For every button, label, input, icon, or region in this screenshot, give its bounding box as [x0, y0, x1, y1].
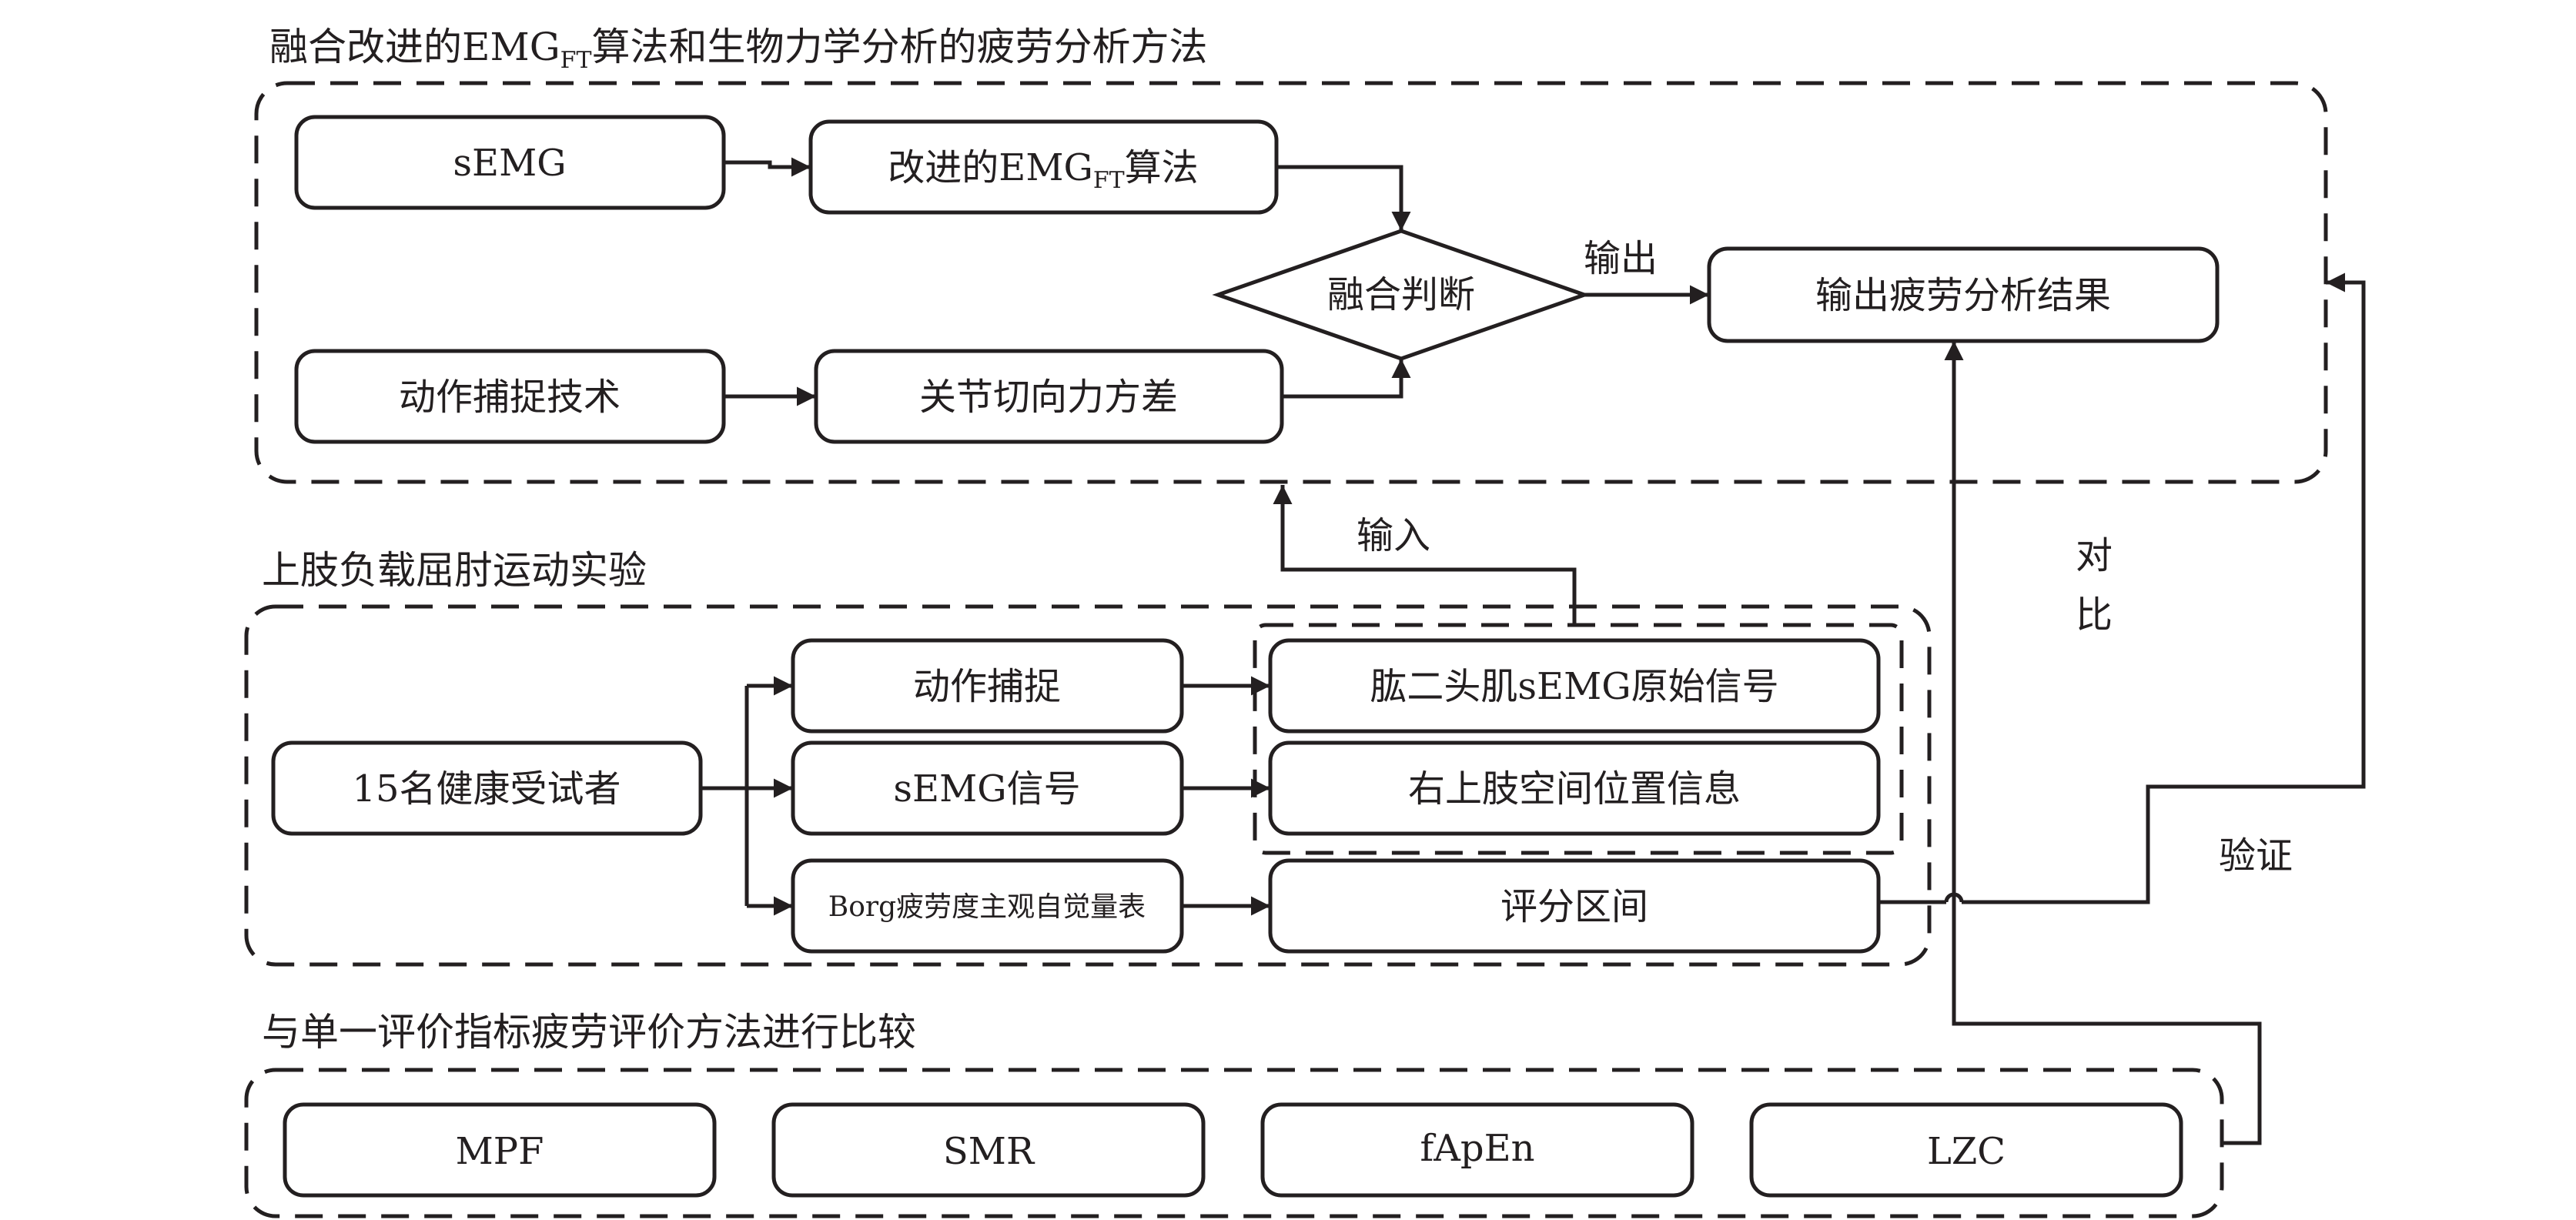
mpf-box: MPF: [283, 1102, 717, 1198]
smr-label: SMR: [943, 1130, 1035, 1173]
semg-box: sEMG: [294, 115, 726, 210]
score-range-box: 评分区间: [1268, 858, 1881, 954]
experiment-group: [244, 604, 1932, 967]
edge-compare: [1944, 341, 2262, 1145]
lzc-label: LZC: [1927, 1130, 2006, 1173]
motion-capture-tech-box: 动作捕捉技术: [294, 349, 726, 444]
improved-emg-box: 改进的EMGFT算法: [808, 119, 1279, 215]
experiment-group-title: 上肢负载屈肘运动实验: [262, 548, 647, 593]
edge-label-input: 输入: [1357, 514, 1430, 557]
biceps-signal-label: 肱二头肌sEMG原始信号: [1370, 665, 1778, 708]
biceps-signal-box: 肱二头肌sEMG原始信号: [1268, 638, 1881, 734]
mpf-label: MPF: [456, 1130, 544, 1173]
lzc-box: LZC: [1749, 1102, 2183, 1198]
edge-semg-to-improved: [724, 157, 811, 177]
position-info-label: 右上肢空间位置信息: [1408, 767, 1741, 811]
edge-variance-to-fusion: [1282, 359, 1411, 399]
fapen-label: fApEn: [1420, 1127, 1534, 1170]
fapen-box: fApEn: [1260, 1102, 1694, 1198]
fusion-label: 融合判断: [1327, 273, 1475, 316]
edge-label-verify: 验证: [2219, 834, 2293, 877]
smr-box: SMR: [771, 1102, 1206, 1198]
score-range-label: 评分区间: [1500, 885, 1648, 928]
subjects-box: 15名健康受试者: [271, 740, 703, 836]
result-label: 输出疲劳分析结果: [1815, 274, 2111, 317]
semg-label: sEMG: [453, 142, 566, 185]
fusion-decision: 融合判断: [1212, 229, 1591, 361]
borg-scale-label: Borg疲劳度主观自觉量表: [828, 891, 1146, 923]
edge-improved-to-fusion: [1276, 165, 1411, 231]
subjects-label: 15名健康受试者: [352, 767, 621, 811]
result-box: 输出疲劳分析结果: [1707, 246, 2220, 343]
position-info-box: 右上肢空间位置信息: [1268, 740, 1881, 836]
motion-capture-tech-label: 动作捕捉技术: [399, 376, 621, 419]
edge-verify: [1962, 272, 2366, 904]
joint-variance-box: 关节切向力方差: [814, 349, 1284, 444]
improved-emg-label: 改进的EMGFT算法: [888, 146, 1198, 194]
edge-label-output: 输出: [1584, 237, 1658, 280]
semg-signal-box: sEMG信号: [791, 740, 1184, 836]
motion-capture-box: 动作捕捉: [791, 638, 1184, 734]
semg-signal-label: sEMG信号: [893, 767, 1080, 811]
edge-label-compare-2: 比: [2076, 593, 2113, 637]
edge-label-compare-1: 对: [2076, 534, 2113, 577]
borg-scale-box: Borg疲劳度主观自觉量表: [791, 858, 1184, 954]
joint-variance-label: 关节切向力方差: [919, 376, 1178, 419]
motion-capture-label: 动作捕捉: [913, 665, 1061, 708]
signals-subgroup: [1253, 623, 1904, 855]
compare-group-title: 与单一评价指标疲劳评价方法进行比较: [262, 1010, 916, 1055]
edge-input: [1273, 485, 1577, 625]
method-group-title: 融合改进的EMGFT算法和生物力学分析的疲劳分析方法: [269, 25, 1207, 74]
